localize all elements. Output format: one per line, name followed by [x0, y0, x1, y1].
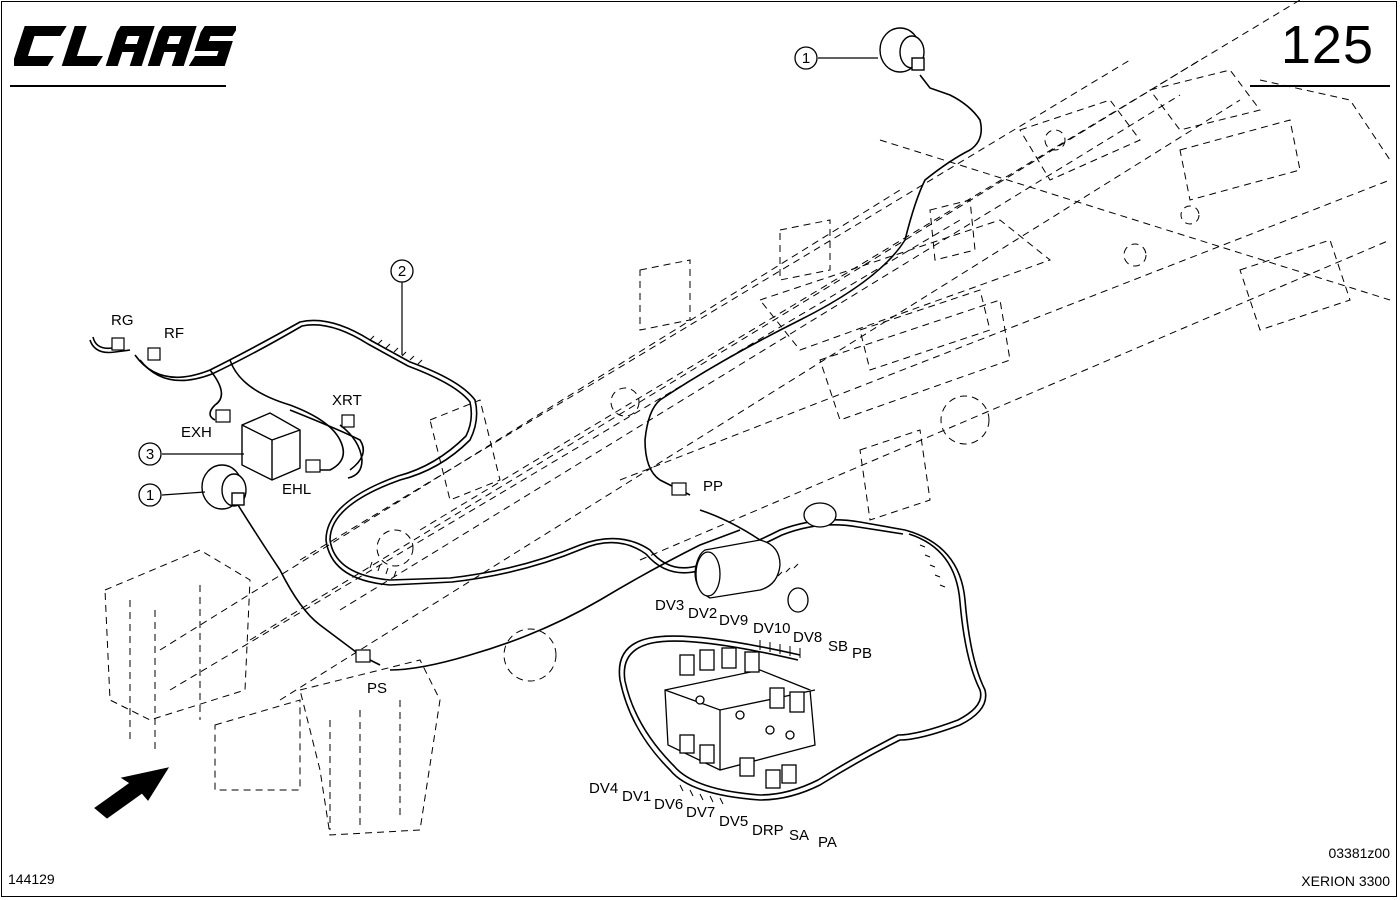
- view-direction-arrow: [94, 767, 170, 819]
- connector-plugs: [111, 337, 687, 663]
- chassis-frame: [104, 0, 1391, 836]
- connector-PP: [671, 482, 687, 496]
- label-DV1: DV1: [622, 788, 651, 805]
- label-PP: PP: [703, 478, 723, 495]
- callout-1-left: 1: [138, 483, 162, 507]
- label-RG: RG: [111, 312, 134, 329]
- label-DV9: DV9: [719, 612, 748, 629]
- drawing-number: 03381z00: [1328, 845, 1390, 861]
- hydraulic-motor: [694, 502, 837, 613]
- label-SB: SB: [828, 638, 848, 655]
- callout-1-top: 1: [794, 46, 818, 70]
- label-RF: RF: [164, 325, 184, 342]
- label-SA: SA: [789, 827, 809, 844]
- callout-leaders: [161, 57, 878, 496]
- label-DV6: DV6: [654, 796, 683, 813]
- valve-block: [664, 647, 816, 789]
- callout-2-number: 2: [398, 263, 406, 280]
- label-DV7: DV7: [686, 804, 715, 821]
- label-EHL: EHL: [282, 481, 311, 498]
- label-DRP: DRP: [752, 822, 784, 839]
- label-DV10: DV10: [753, 620, 791, 637]
- label-XRT: XRT: [332, 392, 362, 409]
- connector-XRT: [341, 414, 355, 428]
- speed-sensor-top: [879, 27, 925, 73]
- control-unit-box: [241, 412, 301, 481]
- callout-1-left-number: 1: [146, 487, 154, 504]
- label-DV8: DV8: [793, 629, 822, 646]
- logo-underline: [10, 85, 226, 87]
- label-DV2: DV2: [688, 605, 717, 622]
- connector-RF: [147, 347, 161, 361]
- callout-2: 2: [390, 259, 414, 283]
- page-number-underline: [1250, 85, 1390, 87]
- label-DV5: DV5: [719, 813, 748, 830]
- label-DV4: DV4: [589, 780, 618, 797]
- label-EXH: EXH: [181, 424, 212, 441]
- connector-labels: RG RF XRT EXH EHL PP PS DV3 DV2 DV9 DV10…: [111, 312, 872, 851]
- harness-sleeve-hatching: [369, 335, 946, 805]
- label-PA: PA: [818, 834, 837, 851]
- claas-logo-graphic: [11, 26, 239, 66]
- callout-3-number: 3: [146, 446, 154, 463]
- callout-3: 3: [138, 442, 162, 466]
- label-PS: PS: [367, 680, 387, 697]
- connector-EXH: [215, 409, 231, 423]
- machine-model: XERION 3300: [1301, 873, 1390, 889]
- label-DV3: DV3: [655, 597, 684, 614]
- document-number: 144129: [8, 871, 55, 887]
- connector-RG: [111, 337, 125, 351]
- page-number: 125: [1280, 15, 1374, 75]
- claas-logo: [11, 22, 239, 75]
- label-PB: PB: [852, 645, 872, 662]
- harness-cables: [89, 74, 987, 801]
- connector-PS: [355, 649, 371, 663]
- callout-1-top-number: 1: [802, 50, 810, 67]
- connector-EHL: [305, 459, 321, 473]
- speed-sensor-left: [201, 464, 247, 510]
